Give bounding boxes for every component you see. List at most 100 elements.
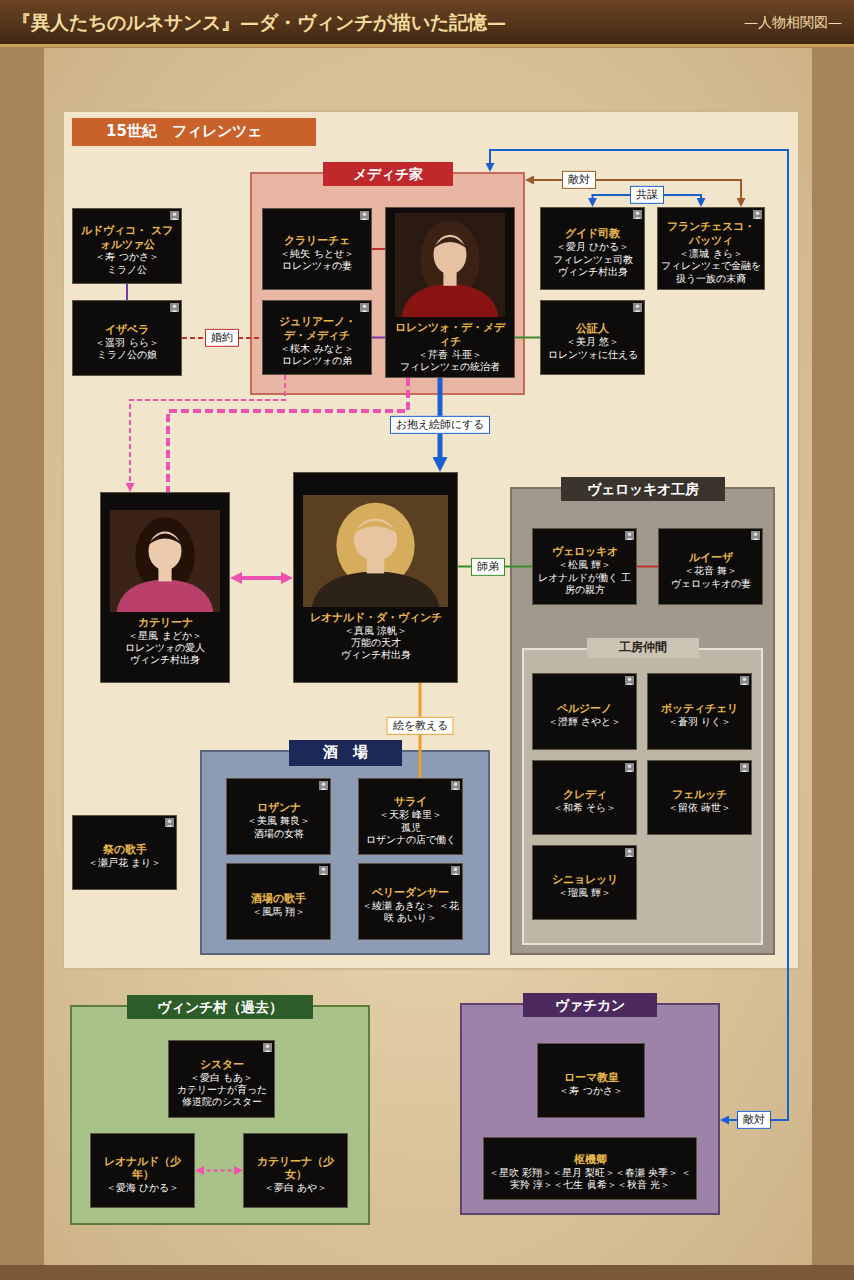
relation-line xyxy=(593,195,702,203)
icon-ground xyxy=(360,303,369,312)
group-region: ヴェロッキオ＜松風 輝＞レオナルドが働く 工房の親方ルイーザ＜花音 舞＞ヴェロッ… xyxy=(510,487,775,955)
photo-fringe xyxy=(351,521,400,536)
icon-ground xyxy=(625,848,634,857)
icon-body xyxy=(741,683,748,685)
icon-head xyxy=(754,533,758,537)
photo-ground xyxy=(395,213,505,317)
role-note: ヴィンチ村出身 xyxy=(105,654,225,666)
icon-ground xyxy=(753,210,762,219)
region-title: ヴァチカン xyxy=(523,993,657,1017)
actor-name: ＜美月 悠＞ xyxy=(544,336,641,349)
role-note: 万能の天才 xyxy=(298,637,453,649)
icon-ground xyxy=(740,763,749,772)
character-name: クレディ xyxy=(536,788,633,802)
character-card: ジュリアーノ・ デ・メディチ＜桜木 みなと＞ロレンツォの弟 xyxy=(262,300,372,375)
icon-body xyxy=(320,788,327,790)
person-icon xyxy=(451,781,460,790)
person-icon xyxy=(319,866,328,875)
relation-label: 絵を教える xyxy=(387,717,454,735)
edge-label-anchor: 共謀 xyxy=(630,186,664,204)
role-note: ロレンツォの弟 xyxy=(266,355,368,367)
role-note: ヴェロッキオの妻 xyxy=(662,578,759,590)
actor-name: ＜愛海 ひかる＞ xyxy=(94,1182,191,1195)
icon-head xyxy=(322,868,326,872)
actor-name: ＜純矢 ちとせ＞ xyxy=(266,248,368,261)
character-card: ローマ教皇＜寿 つかさ＞ xyxy=(537,1043,645,1118)
title-rule xyxy=(0,44,854,47)
icon-body xyxy=(741,770,748,772)
person-icon xyxy=(625,848,634,857)
character-name: グイド司教 xyxy=(544,227,641,241)
icon-body xyxy=(626,855,633,857)
role-note: ミラノ公の娘 xyxy=(76,349,178,361)
icon-body xyxy=(634,310,641,312)
header: 『異人たちのルネサンス』—ダ・ヴィンチが描いた記憶——人物相関図— xyxy=(0,0,854,46)
group-region: シスター＜愛白 もあ＞カテリーナが育った 修道院のシスターレオナルド（少年）＜愛… xyxy=(70,1005,370,1225)
photo-body xyxy=(402,284,499,317)
actor-name: ＜凛城 きら＞ xyxy=(661,248,761,261)
actor-name: ＜天彩 峰里＞ xyxy=(362,809,459,822)
character-name: 公証人 xyxy=(544,322,641,336)
character-name: カテリーナ（少女） xyxy=(247,1155,344,1183)
region-title: 酒 場 xyxy=(289,740,402,766)
character-name: 枢機卿 xyxy=(487,1153,693,1167)
character-card: クラリーチェ＜純矢 ちとせ＞ロレンツォの妻 xyxy=(262,208,372,290)
icon-body xyxy=(320,873,327,875)
person-icon xyxy=(753,210,762,219)
icon-head xyxy=(636,212,640,216)
actor-name: ＜綾瀬 あきな＞ ＜花咲 あいり＞ xyxy=(362,900,459,925)
person-icon xyxy=(625,763,634,772)
relation-label: 共謀 xyxy=(630,186,664,204)
icon-head xyxy=(756,212,760,216)
character-card: シスター＜愛白 もあ＞カテリーナが育った 修道院のシスター xyxy=(168,1040,275,1118)
role-note: 孤児 xyxy=(362,822,459,834)
person-icon xyxy=(625,531,634,540)
character-card: グイド司教＜愛月 ひかる＞フィレンツェ司教ヴィンチ村出身 xyxy=(540,207,645,290)
relation-line xyxy=(236,576,287,580)
icon-head xyxy=(628,533,632,537)
actor-name: ＜星風 まどか＞ xyxy=(105,630,225,643)
icon-ground xyxy=(263,1043,272,1052)
person-icon xyxy=(633,303,642,312)
icon-body xyxy=(754,217,761,219)
icon-body xyxy=(752,538,759,540)
role-note: カテリーナが育った 修道院のシスター xyxy=(172,1084,271,1108)
actor-name: ＜寿 つかさ＞ xyxy=(541,1085,641,1098)
character-card: フェルッチ＜留依 蒔世＞ xyxy=(647,760,752,835)
diagram-title: 『異人たちのルネサンス』—ダ・ヴィンチが描いた記憶— xyxy=(12,10,506,36)
icon-head xyxy=(454,783,458,787)
icon-body xyxy=(361,218,368,220)
icon-head xyxy=(363,213,367,217)
character-name: 酒場の歌手 xyxy=(230,892,327,906)
edge-label-anchor: 師弟 xyxy=(471,557,505,575)
region-title: 15世紀 フィレンツェ xyxy=(72,118,316,146)
icon-body xyxy=(452,788,459,790)
icon-body xyxy=(452,873,459,875)
role-note: ロザンナの店で働く xyxy=(362,834,459,846)
actor-name: ＜愛白 もあ＞ xyxy=(172,1072,271,1085)
character-name: ルイーザ xyxy=(662,551,759,565)
role-note: ロレンツォの愛人 xyxy=(105,642,225,654)
icon-head xyxy=(173,213,177,217)
icon-ground xyxy=(170,303,179,312)
relation-line xyxy=(130,375,285,488)
person-icon xyxy=(319,781,328,790)
icon-body xyxy=(626,683,633,685)
icon-head xyxy=(636,305,640,309)
character-name: イザベラ xyxy=(76,323,178,337)
icon-head xyxy=(628,765,632,769)
character-card: ベリーダンサー＜綾瀬 あきな＞ ＜花咲 あいり＞ xyxy=(358,863,463,940)
character-card: ヴェロッキオ＜松風 輝＞レオナルドが働く 工房の親方 xyxy=(532,528,637,605)
character-card: ルイーザ＜花音 舞＞ヴェロッキオの妻 xyxy=(658,528,763,605)
person-icon xyxy=(751,531,760,540)
icon-body xyxy=(264,1050,271,1052)
bottom-band xyxy=(0,1265,854,1280)
icon-body xyxy=(166,825,173,827)
actor-name: ＜留依 蒔世＞ xyxy=(651,802,748,815)
photo-body xyxy=(312,571,440,607)
relation-line xyxy=(126,284,128,300)
region-title: ヴィンチ村（過去） xyxy=(127,995,313,1019)
icon-body xyxy=(634,217,641,219)
